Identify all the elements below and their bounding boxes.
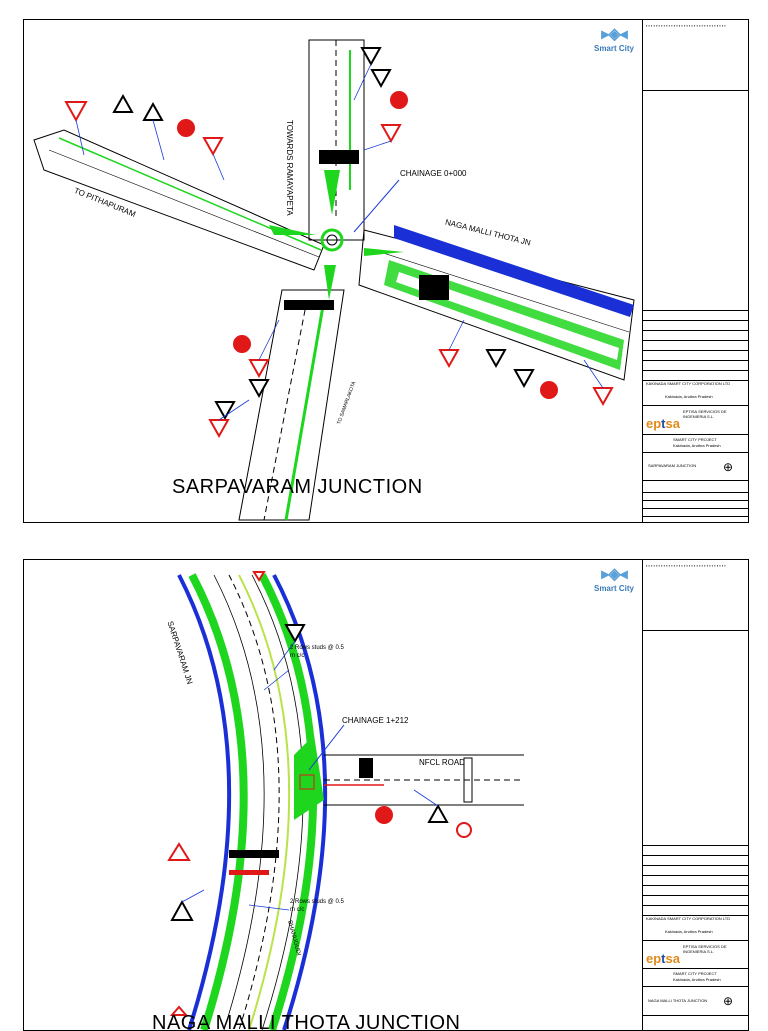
- drawing-sheet-2: SARPAVARAM JN NFCL ROAD BHANUGUDI CHAINA…: [23, 559, 749, 1031]
- general-notes: ▪ ▪ ▪ ▪ ▪ ▪ ▪ ▪ ▪ ▪ ▪ ▪ ▪ ▪ ▪ ▪ ▪ ▪ ▪ ▪ …: [646, 563, 726, 568]
- client-name: KAKINADA SMART CITY CORPORATION LTD: [646, 381, 731, 386]
- sheet-drawing-title: NAGA MALLI THOTA JUNCTION: [648, 998, 708, 1003]
- client-location: Kakinada, Andhra Pradesh: [665, 929, 713, 934]
- client-name: KAKINADA SMART CITY CORPORATION LTD: [646, 916, 731, 921]
- chainage-label: CHAINAGE 1+212: [342, 716, 409, 725]
- smart-city-logo: ▸◈◂ Smart City: [589, 24, 639, 53]
- client-location: Kakinada, Andhra Pradesh: [665, 394, 713, 399]
- north-arrow-icon: ⊕: [723, 994, 734, 1008]
- general-notes: ▪ ▪ ▪ ▪ ▪ ▪ ▪ ▪ ▪ ▪ ▪ ▪ ▪ ▪ ▪ ▪ ▪ ▪ ▪ ▪ …: [646, 23, 726, 28]
- project-name: SMART CITY PROJECT: [673, 437, 717, 442]
- road-label-east: NFCL ROAD: [419, 758, 465, 767]
- junction-plan-2: [167, 571, 524, 1030]
- studs-note-1: 2 Rows studs @ 0.5 m c/c: [290, 645, 344, 659]
- consultant-name: EPTISA SERVICIOS DE INGENIERIA S.L.: [683, 409, 727, 419]
- smart-city-icon: ▸◈◂: [601, 26, 627, 43]
- title-block: ▪ ▪ ▪ ▪ ▪ ▪ ▪ ▪ ▪ ▪ ▪ ▪ ▪ ▪ ▪ ▪ ▪ ▪ ▪ ▪ …: [642, 20, 748, 522]
- title-block: ▪ ▪ ▪ ▪ ▪ ▪ ▪ ▪ ▪ ▪ ▪ ▪ ▪ ▪ ▪ ▪ ▪ ▪ ▪ ▪ …: [642, 560, 748, 1030]
- consultant-name: EPTISA SERVICIOS DE INGENIERIA S.L.: [683, 944, 727, 954]
- project-name: SMART CITY PROJECT: [673, 971, 717, 976]
- eptisa-logo: eptsa: [646, 416, 680, 431]
- smart-city-logo: ▸◈◂ Smart City: [589, 564, 639, 593]
- drawing-title: SARPAVARAM JUNCTION: [172, 476, 423, 498]
- drawing-title: NAGA MALLI THOTA JUNCTION: [152, 1012, 461, 1031]
- sheet-drawing-title: SARPAVARAM JUNCTION: [648, 463, 697, 468]
- junction-plan-1: [33, 39, 635, 521]
- project-location: Kakinada, Andhra Pradesh: [673, 443, 721, 448]
- eptisa-logo: eptsa: [646, 951, 680, 966]
- studs-note-2: 2 Rows studs @ 0.5 m c/c: [290, 899, 344, 913]
- road-label-north: TOWARDS RAMAYAPETA: [285, 120, 294, 216]
- chainage-label: CHAINAGE 0+000: [400, 169, 467, 178]
- smart-city-icon: ▸◈◂: [601, 566, 627, 583]
- north-arrow-icon: ⊕: [723, 460, 734, 474]
- project-location: Kakinada, Andhra Pradesh: [673, 977, 721, 982]
- drawing-sheet-1: TOWARDS RAMAYAPETA TO PITHAPURAM NAGA MA…: [23, 19, 749, 523]
